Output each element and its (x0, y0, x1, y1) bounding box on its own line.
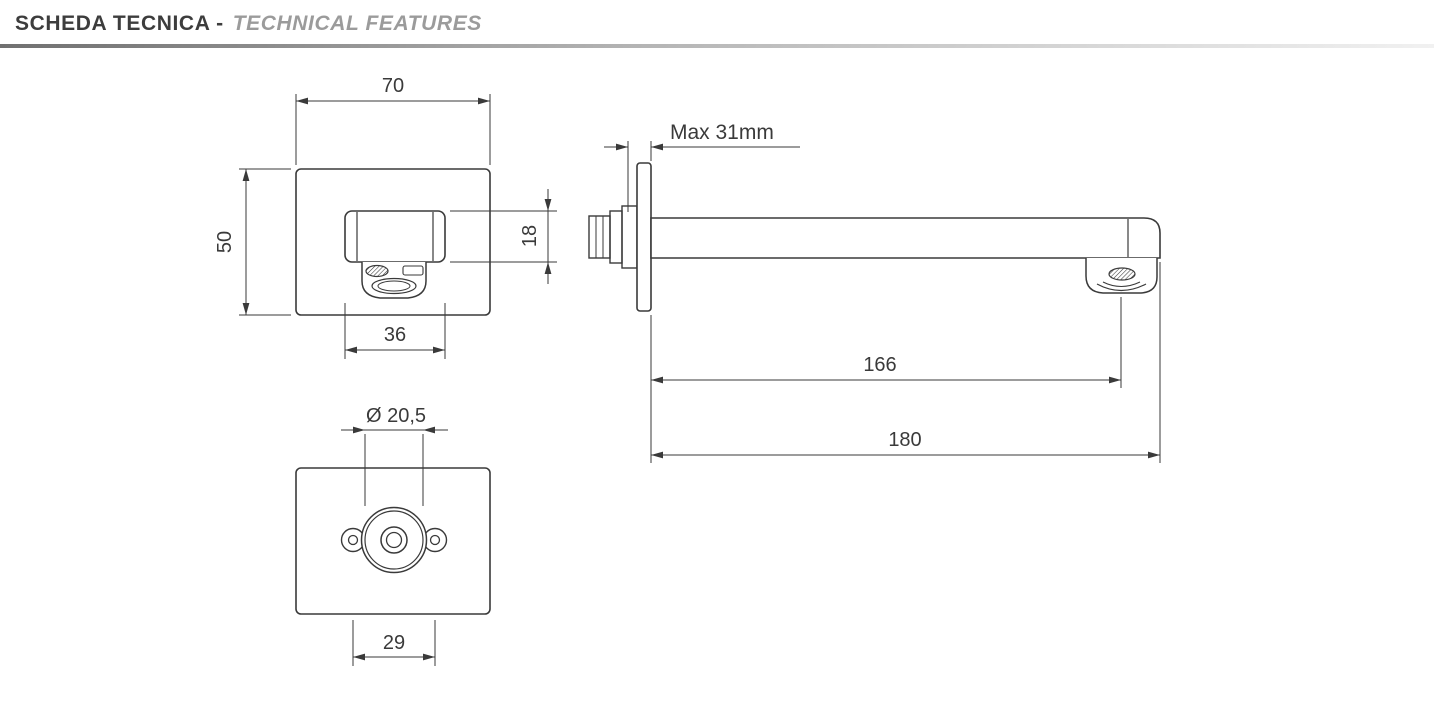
fixing-hole-right (429, 534, 441, 546)
front-outlet-rim (371, 277, 417, 295)
side-spout-tube (650, 217, 1161, 259)
fixing-escutcheon-outer (360, 506, 428, 574)
title-italian: SCHEDA TECNICA - (15, 12, 224, 35)
front-view (295, 168, 491, 316)
dim-label-spout-width: 36 (384, 324, 406, 346)
title-english: TECHNICAL FEATURES (232, 12, 482, 35)
dim-label-hole-centers: 29 (383, 632, 405, 654)
fixing-pipe-inner (385, 531, 403, 549)
dim-label-spout-height: 18 (519, 225, 541, 247)
dim-label-max-wall: Max 31mm (670, 121, 774, 144)
side-view-dimensions (604, 141, 1161, 463)
fixing-view (295, 467, 491, 615)
page-title: SCHEDA TECNICA - TECHNICAL FEATURES (15, 12, 482, 36)
fixing-pipe-outer (380, 526, 408, 554)
fixing-hole-diameter-circle (364, 510, 424, 570)
front-aerator-detail (402, 265, 424, 276)
dim-label-front-width: 70 (382, 75, 404, 97)
fixing-hole-left (347, 534, 359, 546)
side-aerator-label (1108, 267, 1136, 281)
side-inlet-connector (588, 215, 611, 259)
fixing-view-dimensions (341, 426, 448, 666)
dim-label-total-length: 180 (888, 429, 921, 451)
side-view (588, 162, 1161, 312)
front-spout-body (344, 210, 446, 263)
side-wall-plate (636, 162, 652, 312)
front-view-dimensions (239, 94, 557, 359)
dim-label-hole-diameter: Ø 20,5 (366, 405, 426, 427)
dim-label-outlet-distance: 166 (863, 354, 896, 376)
dim-label-front-height: 50 (214, 231, 236, 253)
side-outlet-rim (1096, 283, 1147, 292)
header-divider-rule (0, 44, 1434, 48)
front-aerator-label (365, 264, 389, 278)
